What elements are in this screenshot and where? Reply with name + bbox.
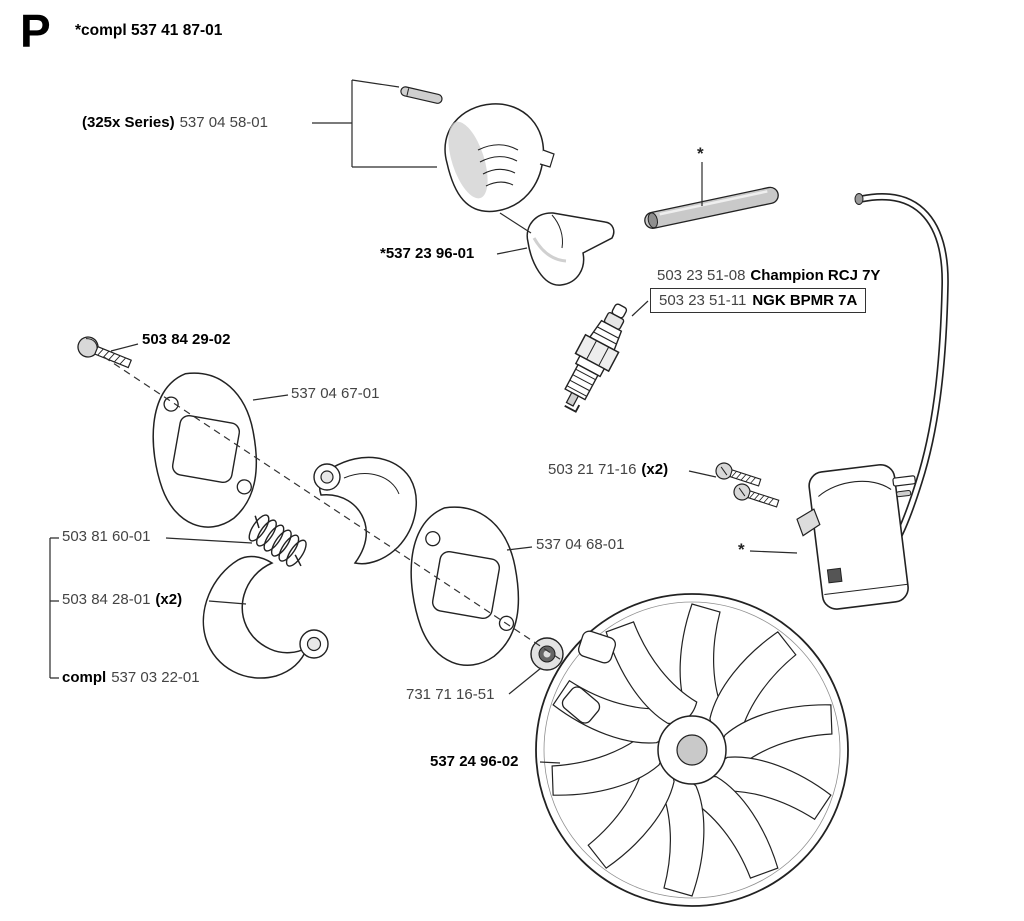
clutch-assembly-number-text: 537 03 22-01 <box>111 669 200 686</box>
module-screw-1-drawing <box>715 462 762 487</box>
cap-pin-drawing <box>400 86 443 104</box>
label-spring: 503 81 60-01 <box>62 528 150 546</box>
clutch-screw-number-text: 503 84 29-02 <box>142 331 231 348</box>
label-plug-boot: *537 23 96-01 <box>380 245 474 263</box>
plug-option1-name-text: Champion RCJ 7Y <box>750 267 881 284</box>
cap-number-text: 537 04 58-01 <box>179 114 268 131</box>
plate-front-drawing <box>152 372 258 528</box>
ignition-lead-drawing <box>854 193 949 568</box>
washer-number-text: 731 71 16-51 <box>406 686 495 703</box>
clutch-shoes-number-text: 503 84 28-01 <box>62 591 151 608</box>
fuel-line-drawing <box>644 186 779 229</box>
module-screws-number-text: 503 21 71-16 <box>548 461 637 478</box>
leader-lines <box>49 79 798 764</box>
spark-plug-boot-drawing <box>526 212 615 286</box>
module-screws-qty-text: (x2) <box>641 461 669 478</box>
clutch-shoe-upper-drawing <box>313 456 417 565</box>
ignition-module-drawing <box>796 463 916 610</box>
spark-plug-drawing <box>564 303 628 413</box>
plug-option2-name-text: NGK BPMR 7A <box>752 292 858 309</box>
clutch-screw-drawing <box>77 336 133 369</box>
label-clutch-assembly: compl 537 03 22-01 <box>62 669 200 687</box>
label-plate-rear: 537 04 68-01 <box>536 536 624 554</box>
cap-series-text: (325x Series) <box>82 114 175 131</box>
label-module-screws: 503 21 71-16 (x2) <box>548 461 668 479</box>
spring-number-text: 503 81 60-01 <box>62 528 151 545</box>
clutch-shoe-lower-drawing <box>202 555 329 679</box>
plug-option2-number-text: 503 23 51-11 <box>659 292 747 309</box>
label-spark-plug-option1: 503 23 51-08 Champion RCJ 7Y <box>657 267 880 285</box>
label-clutch-shoes: 503 84 28-01 (x2) <box>62 591 182 609</box>
ignition-module-asterisk: * <box>738 540 745 559</box>
fuel-line-asterisk: * <box>697 144 704 163</box>
section-letter: P <box>20 5 51 57</box>
label-spark-plug-cap: (325x Series) 537 04 58-01 <box>82 114 268 132</box>
clutch-shoes-qty-text: (x2) <box>155 591 183 608</box>
label-washer: 731 71 16-51 <box>406 686 494 704</box>
clutch-assembly-prefix-text: compl <box>62 669 107 686</box>
washer-drawing <box>530 637 564 671</box>
flywheel-number-text: 537 24 96-02 <box>430 753 519 770</box>
assembly-axis-line <box>103 356 665 729</box>
page-title: *compl 537 41 87-01 <box>75 22 223 39</box>
spark-plug-cap-drawing <box>444 103 555 213</box>
label-plate-front: 537 04 67-01 <box>291 385 379 403</box>
plug-option1-number-text: 503 23 51-08 <box>657 267 746 284</box>
flywheel-drawing <box>535 593 849 907</box>
plate-rear-number-text: 537 04 68-01 <box>536 536 625 553</box>
label-clutch-screw: 503 84 29-02 <box>142 331 230 349</box>
label-flywheel: 537 24 96-02 <box>430 753 518 771</box>
label-spark-plug-option2: 503 23 51-11 NGK BPMR 7A <box>650 288 867 313</box>
plate-front-number-text: 537 04 67-01 <box>291 385 380 402</box>
boot-number-text: *537 23 96-01 <box>380 245 475 262</box>
spring-drawing <box>248 514 307 567</box>
module-screw-2-drawing <box>733 483 780 508</box>
plate-rear-drawing <box>410 506 520 666</box>
